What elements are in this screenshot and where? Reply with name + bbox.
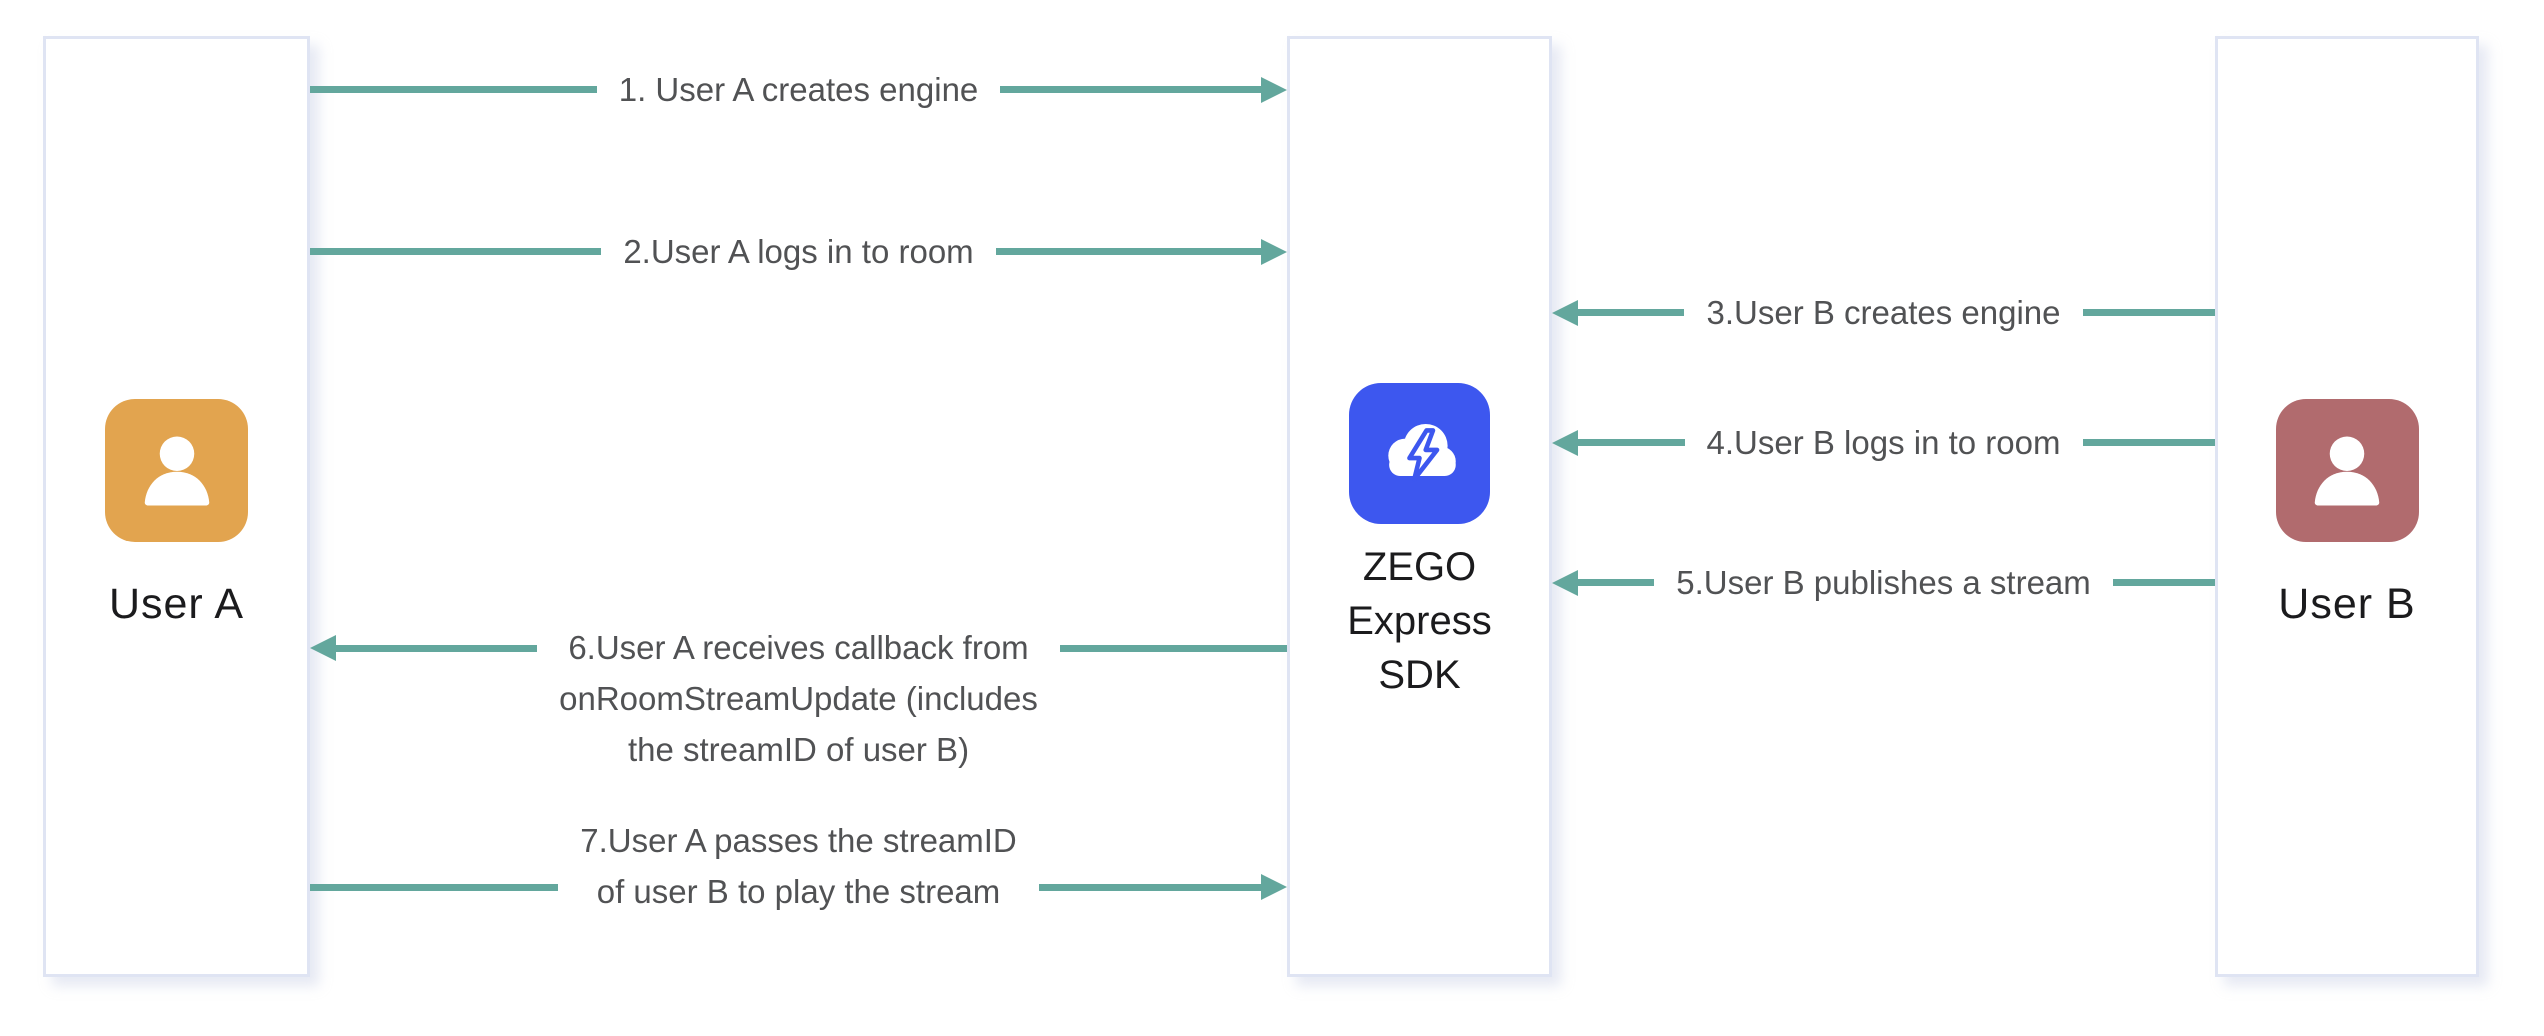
arrow-line [1000,76,1287,103]
message-5: 5.User B publishes a stream [1552,557,2216,608]
arrow-line [310,874,559,900]
arrowhead-left-icon [1552,429,1578,456]
arrow-line-segment [310,248,602,255]
arrow-line [1059,635,1287,661]
message-6: 6.User A receives callback from onRoomSt… [310,622,1287,775]
arrow-line [310,239,602,265]
message-line: 5.User B publishes a stream [1676,564,2091,601]
arrow-line-segment [1578,579,1655,586]
actor-label-user-b: User B [2278,580,2416,628]
message-7-label: 7.User A passes the streamID of user B t… [558,815,1039,917]
arrowhead-left-icon [310,635,336,661]
arrowhead-right-icon [1261,238,1287,265]
arrow-line-segment [1000,86,1261,93]
arrow-line [995,238,1287,265]
message-3: 3.User B creates engine [1552,287,2215,338]
arrow-line-segment [995,248,1261,255]
actor-column-user-b: User B [2215,36,2479,977]
message-6-label: 6.User A receives callback from onRoomSt… [537,622,1060,775]
arrow-line-segment [1038,883,1261,891]
message-line: the streamID of user B) [627,731,970,768]
message-line: 4.User B logs in to room [1706,424,2061,461]
actor-label-user-a: User A [108,580,245,628]
person-icon [144,436,209,505]
arrow-line [1552,429,1685,456]
actor-column-sdk: ZEGO Express SDK [1287,36,1552,977]
arrowhead-left-icon [1552,569,1578,596]
sdk-label-line: ZEGO [1362,545,1477,589]
actor-column-user-a: User A [43,36,310,977]
arrow-line-segment [2082,439,2216,446]
arrow-line [310,77,597,103]
arrow-line [310,635,538,661]
message-2: 2.User A logs in to room [310,226,1287,277]
arrow-line [2082,430,2216,456]
message-line: 3.User B creates engine [1706,294,2061,331]
arrow-line [1552,299,1685,326]
message-line: 7.User A passes the streamID [580,822,1017,859]
message-1: 1. User A creates engine [310,64,1287,115]
cloud-lightning-icon [1387,423,1456,481]
lightning-bolt-icon [1406,427,1439,481]
arrow-line-segment [310,86,597,93]
sdk-label-line: Express [1347,599,1492,643]
message-1-label: 1. User A creates engine [597,64,1001,115]
message-line: 6.User A receives callback from [568,629,1029,666]
arrow-line-segment [2082,309,2215,316]
arrow-line [2082,300,2215,326]
arrow-line-segment [1059,644,1287,652]
user-b-avatar-icon [2275,399,2419,542]
user-a-avatar-icon [105,399,248,542]
sdk-cloud-icon [1349,383,1490,524]
arrow-line [1552,569,1655,596]
message-5-label: 5.User B publishes a stream [1654,557,2113,608]
arrow-line-segment [336,644,538,652]
sdk-label-line: SDK [1378,653,1461,697]
arrow-line [2112,570,2216,596]
message-line: 1. User A creates engine [618,71,979,108]
arrowhead-right-icon [1261,76,1287,103]
arrow-line-segment [310,883,559,891]
message-4: 4.User B logs in to room [1552,417,2216,468]
message-2-label: 2.User A logs in to room [601,226,995,277]
message-line: of user B to play the stream [596,873,1001,910]
message-4-label: 4.User B logs in to room [1685,417,2083,468]
message-7: 7.User A passes the streamID of user B t… [310,815,1287,917]
arrow-line [1038,874,1287,900]
arrow-line-segment [2112,579,2216,586]
arrow-line-segment [1578,309,1685,316]
person-icon [2314,436,2380,505]
arrowhead-left-icon [1552,299,1578,326]
arrow-line-segment [1578,439,1685,446]
message-line: 2.User A logs in to room [623,233,974,270]
message-3-label: 3.User B creates engine [1684,287,2082,338]
arrowhead-right-icon [1261,874,1287,900]
message-line: onRoomStreamUpdate (includes [559,680,1038,717]
actor-label-sdk: ZEGO Express SDK [1347,540,1492,702]
